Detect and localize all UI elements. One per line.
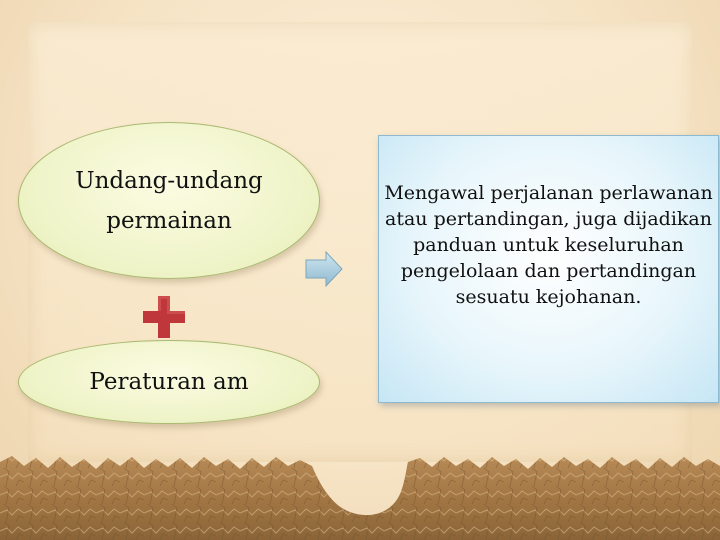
- plus-icon: [143, 296, 185, 338]
- arrow-right-icon: [305, 250, 343, 288]
- description-box: Mengawal perjalanan perlawanan atau pert…: [378, 135, 719, 403]
- ellipse-top-label: Undang-undang permainan: [75, 167, 263, 234]
- description-text: Mengawal perjalanan perlawanan atau pert…: [384, 182, 713, 308]
- ellipse-undang-undang-permainan: Undang-undang permainan: [18, 122, 320, 279]
- ellipse-bottom-label: Peraturan am: [89, 369, 249, 395]
- ellipse-peraturan-am: Peraturan am: [18, 340, 320, 424]
